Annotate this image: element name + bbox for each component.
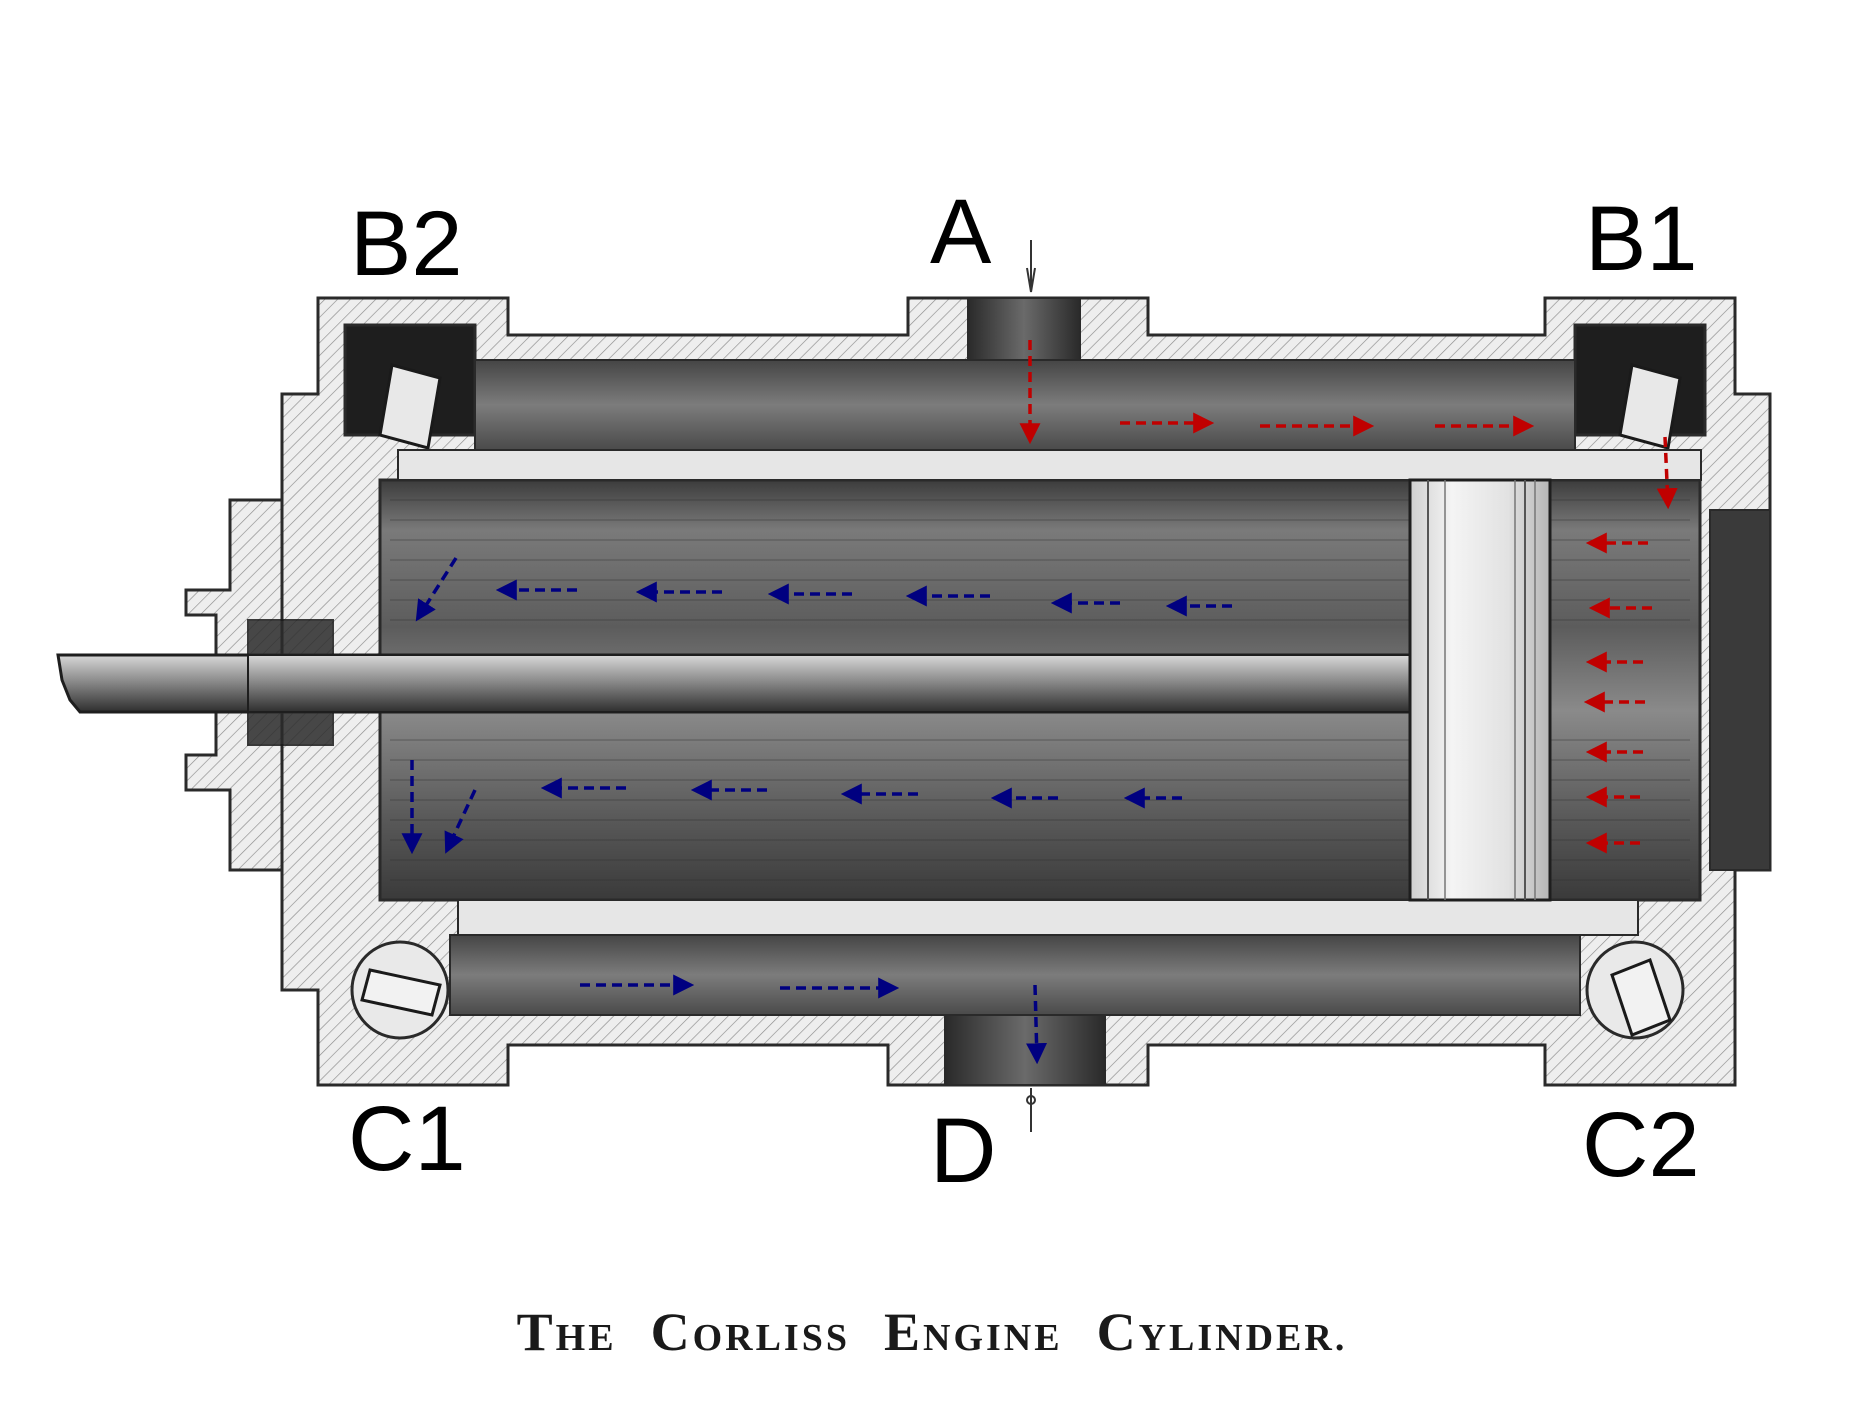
caption-corliss-cap: C — [651, 1302, 693, 1362]
exhaust-outlet-port-d — [944, 1014, 1106, 1086]
caption-corliss-rest: ORLISS — [693, 1317, 850, 1359]
caption-the-rest: HE — [556, 1317, 617, 1359]
steam-arrow — [1656, 436, 1678, 510]
caption-cylinder-rest: YLINDER. — [1139, 1317, 1348, 1359]
exhaust-flow-arrows — [401, 557, 1232, 1065]
valve-b1 — [1618, 363, 1682, 450]
caption-engine-cap: E — [884, 1302, 923, 1362]
indicator-mark-d — [1026, 1088, 1036, 1132]
valve-c1 — [360, 968, 442, 1017]
piston — [1408, 478, 1552, 902]
valve-c2 — [1610, 958, 1672, 1037]
rear-cover-recess — [1709, 509, 1771, 871]
exhaust-passage — [449, 934, 1581, 1016]
indicator-mark-a — [1026, 240, 1036, 293]
label-c2: C2 — [1582, 1094, 1700, 1196]
exhaust-arrow — [415, 557, 458, 622]
exhaust-arrow — [444, 789, 477, 854]
valve-b2 — [378, 363, 442, 450]
upper-liner-wall — [397, 449, 1702, 481]
label-b1: B1 — [1585, 188, 1698, 290]
steam-flow-arrows — [1019, 340, 1678, 854]
steam-passage — [474, 359, 1576, 451]
label-a: A — [930, 181, 992, 283]
caption-engine-rest: NGINE — [923, 1317, 1063, 1359]
label-c1: C1 — [348, 1088, 466, 1190]
lower-liner-wall — [457, 899, 1639, 936]
caption-cylinder-cap: C — [1097, 1302, 1139, 1362]
label-b2: B2 — [350, 193, 463, 295]
piston-rod-shadow — [247, 654, 1411, 713]
caption-the-cap: T — [517, 1302, 556, 1362]
label-d: D — [930, 1100, 996, 1202]
steam-inlet-port-a — [967, 297, 1081, 361]
exhaust-arrow — [1026, 984, 1048, 1065]
